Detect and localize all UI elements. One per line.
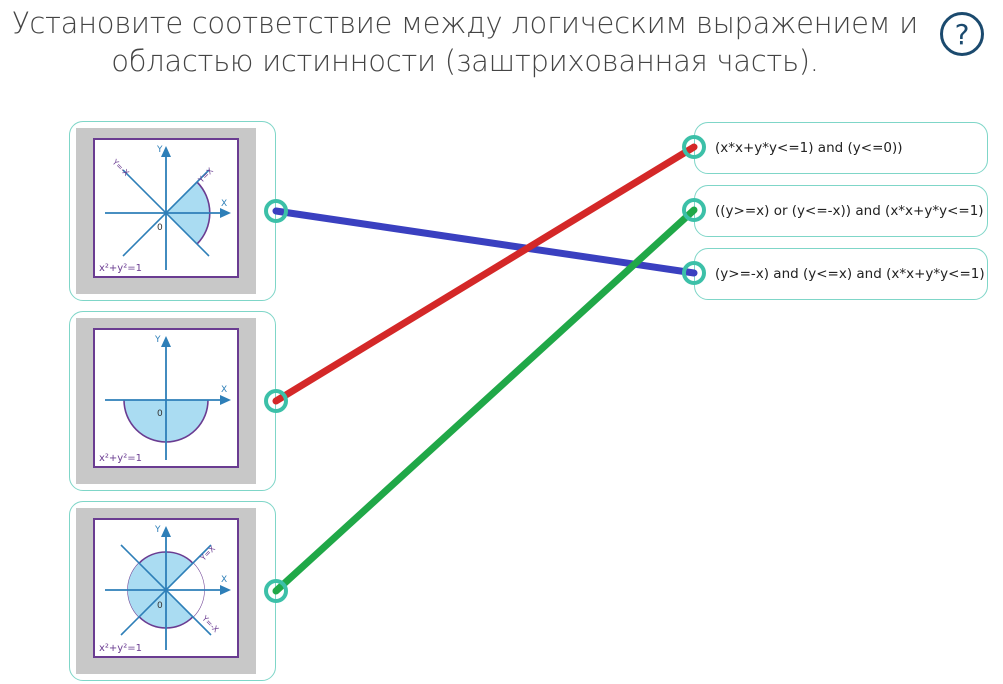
expression-card-3[interactable]: (y>=-x) and (y<=x) and (x*x+y*y<=1)	[694, 248, 988, 300]
circle-equation-label: x²+y²=1	[99, 643, 142, 654]
question-line-1: Установите соответствие между логическим…	[12, 6, 918, 40]
link-diagram1-expr3	[272, 207, 698, 277]
circle-equation-label: x²+y²=1	[99, 263, 142, 274]
diagram-sector-right: Y X 0 Y=-X Y=X x²+y²=1	[93, 138, 239, 278]
diagram-card-2[interactable]: Y X 0 x²+y²=1	[69, 311, 276, 491]
diagram-card-3[interactable]: Y X 0 Y=X Y=-X x²+y²=1	[69, 501, 276, 681]
axis-x-label: X	[221, 385, 227, 395]
origin-label: 0	[157, 601, 163, 611]
connector-handle-right-2[interactable]	[682, 198, 706, 222]
axis-y-label: Y	[154, 335, 161, 345]
link-diagram2-expr1	[272, 143, 698, 405]
question-text: Установите соответствие между логическим…	[0, 4, 930, 80]
link-diagram3-expr2	[272, 206, 698, 595]
axis-y-label: Y	[154, 525, 161, 535]
expression-text: (y>=-x) and (y<=x) and (x*x+y*y<=1)	[715, 266, 985, 282]
axis-y-label: Y	[156, 145, 163, 155]
origin-label: 0	[157, 223, 163, 233]
axis-x-label: X	[221, 199, 227, 209]
connector-handle-right-1[interactable]	[682, 135, 706, 159]
connector-handle-left-1[interactable]	[264, 199, 288, 223]
connector-handle-left-2[interactable]	[264, 389, 288, 413]
expression-card-1[interactable]: (x*x+y*y<=1) and (y<=0))	[694, 122, 988, 174]
diagram-card-1[interactable]: Y X 0 Y=-X Y=X x²+y²=1	[69, 121, 276, 301]
expression-text: ((y>=x) or (y<=-x)) and (x*x+y*y<=1)	[715, 203, 984, 219]
expression-card-2[interactable]: ((y>=x) or (y<=-x)) and (x*x+y*y<=1)	[694, 185, 988, 237]
question-mark-icon: ?	[954, 17, 970, 51]
axis-x-label: X	[221, 575, 227, 585]
origin-label: 0	[157, 409, 163, 419]
help-button[interactable]: ?	[940, 12, 984, 56]
expression-text: (x*x+y*y<=1) and (y<=0))	[715, 140, 903, 156]
diagram-sectors-top-bottom: Y X 0 Y=X Y=-X x²+y²=1	[93, 518, 239, 658]
diagram-lower-half: Y X 0 x²+y²=1	[93, 328, 239, 468]
connector-handle-left-3[interactable]	[264, 579, 288, 603]
circle-equation-label: x²+y²=1	[99, 453, 142, 464]
connector-handle-right-3[interactable]	[682, 261, 706, 285]
question-line-2: областью истинности (заштрихованная част…	[111, 44, 819, 78]
